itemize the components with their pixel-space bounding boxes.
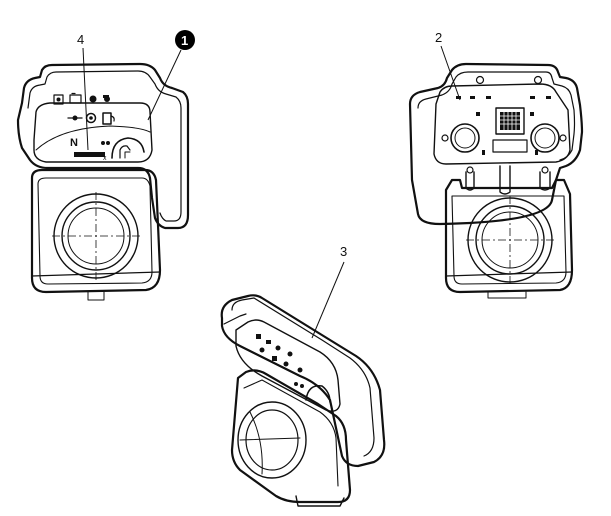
- callout-4-label: 4: [77, 32, 84, 47]
- rear-view: [408, 62, 584, 299]
- key-icon: [67, 115, 83, 121]
- callout-3-label: 3: [340, 244, 347, 259]
- front-dial-arc: [35, 125, 151, 151]
- front-hood-inner-edge: [27, 70, 182, 222]
- fuel-icon: [102, 112, 115, 125]
- rear-hood-outline: [408, 62, 584, 226]
- rear-steering-column-outline: [444, 178, 574, 294]
- callout-2-label: 2: [435, 30, 442, 45]
- callout-1-label: 1: [181, 33, 188, 48]
- rear-right-gauge-socket: [530, 123, 560, 153]
- front-steering-column-outline: [30, 168, 162, 294]
- iso-indicator-icons: [256, 334, 304, 388]
- callout-2-leader: [440, 45, 461, 101]
- callout-1-badge: [175, 30, 195, 50]
- mounting-screws: [441, 75, 567, 142]
- callout-1-leader: [147, 49, 182, 121]
- front-dial-face: [33, 102, 153, 163]
- hour-meter-display: [74, 152, 105, 157]
- iso-steering-column-outline: [230, 369, 352, 504]
- battery-icon: [69, 92, 82, 104]
- iso-hood-outline: [220, 294, 386, 468]
- front-hood-outline: [16, 62, 190, 230]
- lamp-icon: [89, 95, 97, 103]
- iso-view: [220, 294, 386, 507]
- rear-left-gauge-socket: [450, 123, 480, 153]
- iso-steering-hub: [237, 401, 307, 479]
- iso-dial-face: [235, 319, 341, 412]
- callout-3-leader: [311, 261, 345, 339]
- front-view: N x: [16, 62, 190, 301]
- svg-text:x: x: [103, 155, 107, 162]
- neutral-indicator-label: N: [70, 137, 78, 149]
- rear-latch-tabs: [465, 165, 551, 195]
- iso-gauge-icon: [305, 385, 331, 403]
- brake-icon: [85, 112, 97, 124]
- gauge-icon: [111, 137, 145, 159]
- circuit-board: [433, 83, 571, 165]
- callout-4-leader: [82, 47, 89, 151]
- indicator-pair-icon: [101, 141, 110, 145]
- engine-start-icon: [53, 94, 64, 105]
- rear-connector-block: [492, 107, 528, 153]
- rear-hood-inner-edge: [417, 71, 576, 161]
- board-components: [456, 96, 551, 155]
- tractor-icon: [103, 95, 110, 102]
